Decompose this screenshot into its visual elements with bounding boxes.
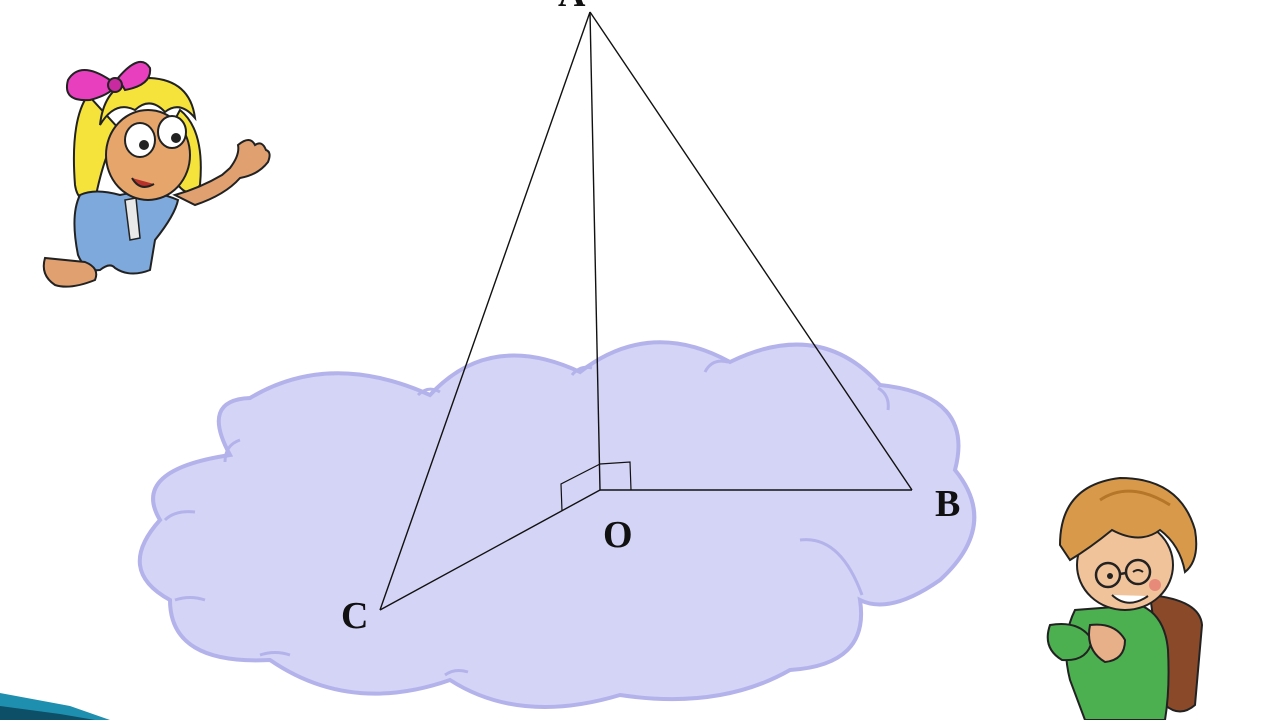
cartoon-girl-waving-icon bbox=[42, 60, 271, 288]
right-angle-AOB bbox=[599, 461, 632, 491]
edge-OC bbox=[379, 489, 601, 611]
edge-AB bbox=[589, 11, 913, 491]
right-angle-markers bbox=[560, 461, 632, 512]
label-point-C: C bbox=[341, 595, 368, 637]
label-point-O: O bbox=[603, 514, 633, 556]
slide-corner-accent bbox=[0, 693, 110, 720]
cloud-plane bbox=[137, 340, 977, 709]
label-point-A: A bbox=[558, 0, 586, 15]
edge-AO bbox=[589, 11, 601, 491]
cloud-inner-arcs bbox=[163, 359, 890, 677]
edge-AC bbox=[379, 11, 591, 611]
pyramid-edges bbox=[379, 11, 913, 611]
cartoon-boy-with-backpack-icon bbox=[1046, 476, 1204, 720]
right-angle-AOC bbox=[560, 463, 601, 512]
label-point-B: B bbox=[935, 483, 960, 525]
